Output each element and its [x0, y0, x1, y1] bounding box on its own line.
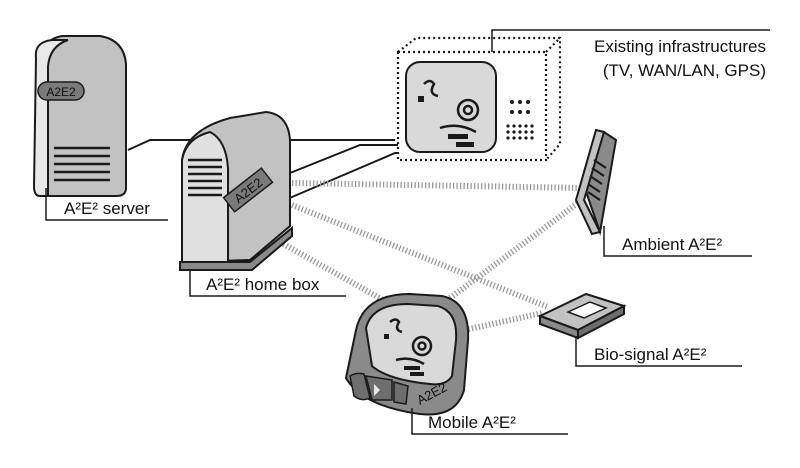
infrastructure-label: Existing infrastructures (TV, WAN/LAN, G… [491, 29, 770, 80]
wireless-link-mobile-ambient [448, 197, 584, 301]
wired-link-homebox-tv-inner [284, 152, 405, 201]
svg-text:Mobile A²E²: Mobile A²E² [428, 413, 516, 432]
home-box-label: A²E² home box [189, 270, 346, 297]
server-label: A²E² server [45, 188, 168, 221]
ambient-panel-icon [574, 128, 618, 236]
mobile-button-left [349, 372, 371, 401]
svg-text:(TV, WAN/LAN, GPS): (TV, WAN/LAN, GPS) [603, 61, 766, 80]
svg-text:A²E² server: A²E² server [64, 199, 150, 218]
svg-text:Bio-signal A²E²: Bio-signal A²E² [594, 345, 707, 364]
ambient-label: Ambient A²E² [603, 226, 752, 257]
mobile-button-center [364, 375, 393, 401]
server-badge [37, 81, 85, 101]
wired-link-server-homebox [127, 139, 395, 151]
mobile-device-icon: A2E2 [344, 292, 470, 416]
wireless-link-mobile-biosignal [464, 310, 543, 333]
tv-monitor-icon [396, 36, 562, 162]
home-box-icon: A2E2 [179, 110, 293, 271]
mobile-button-right [393, 381, 409, 405]
bio-sensor-icon [537, 292, 627, 340]
wired-link-homebox-tv [284, 144, 405, 176]
bio-signal-label: Bio-signal A²E² [575, 336, 742, 367]
svg-text:A²E² home box: A²E² home box [206, 275, 320, 294]
svg-text:Ambient A²E²: Ambient A²E² [622, 235, 722, 254]
wireless-link-homebox-biosignal [290, 202, 550, 310]
wireless-link-homebox-ambient [291, 180, 583, 191]
mobile-label: Mobile A²E² [411, 408, 568, 435]
svg-text:A2E2: A2E2 [46, 85, 76, 99]
server-tower-icon: A2E2 [32, 35, 127, 197]
svg-text:Existing infrastructures: Existing infrastructures [594, 37, 766, 56]
